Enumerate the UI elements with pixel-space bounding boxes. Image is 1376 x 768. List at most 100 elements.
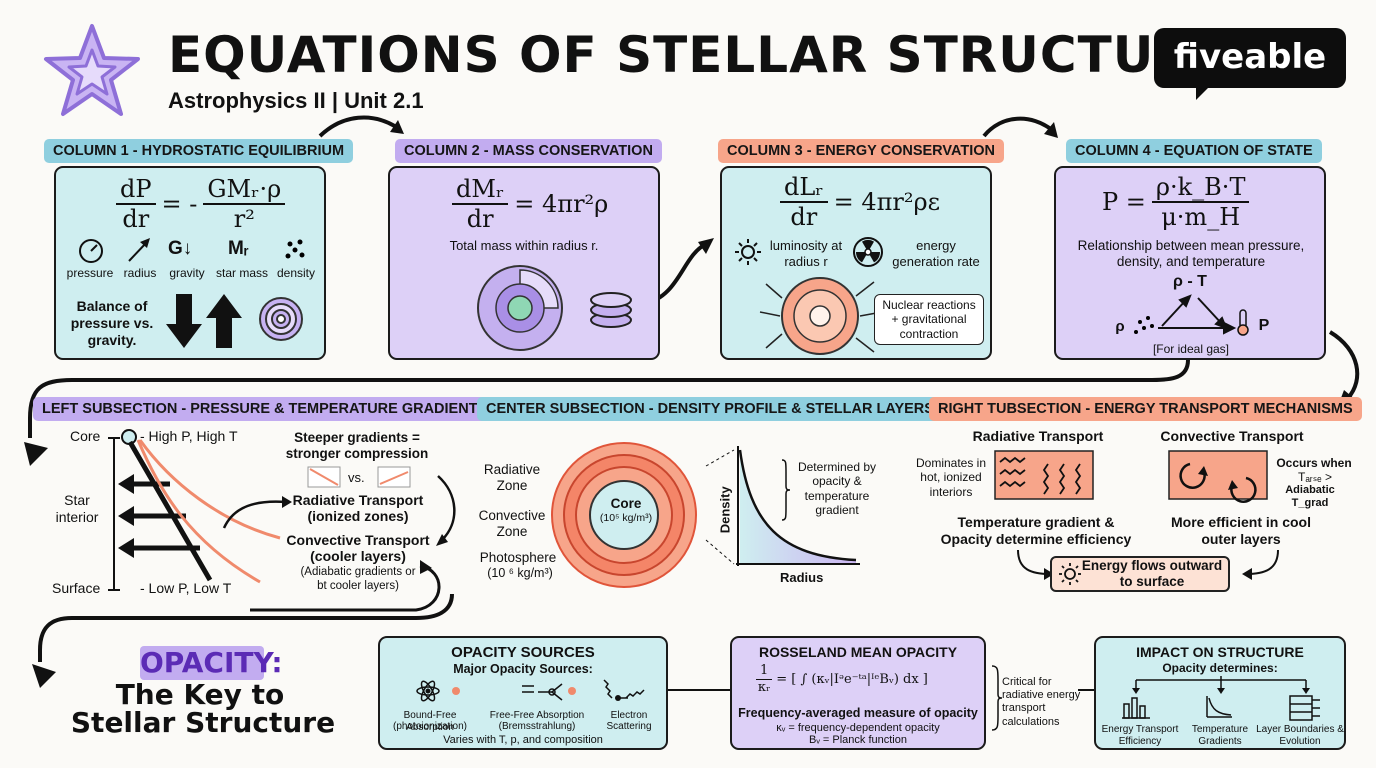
source-1-detail: (photoionization): [393, 721, 467, 732]
up-arrow-icon: [206, 294, 242, 348]
layers-icon: [1289, 695, 1320, 721]
right-tag: RIGHT TUBSECTION - ENERGY TRANSPORT MECH…: [929, 397, 1362, 421]
col3-tag: COLUMN 3 - ENERGY CONSERVATION: [718, 139, 1005, 163]
rosseland-rhs: = [ ∫ (κᵥ|Iᵊe⁻ᵗᵃ|ᴵᵉBᵥ) dx ]: [776, 672, 928, 688]
triangle-right-label: P: [1258, 317, 1270, 334]
eq2-den: dr: [466, 205, 494, 234]
source-3-name: Electron: [610, 710, 648, 721]
col2-caption: Total mass within radius r.: [449, 238, 599, 253]
sources-panel: OPACITY SOURCES Major Opacity Sources: B…: [378, 636, 668, 750]
opacity-title-1: OPACITY:: [140, 646, 283, 679]
icon-label-density: density: [276, 266, 316, 280]
energy-flow-text: Energy flows outward to surface: [1081, 558, 1223, 590]
center-tag: CENTER SUBSECTION - DENSITY PROFILE & ST…: [477, 397, 943, 421]
radiative-title: Radiative Transport: [972, 428, 1104, 444]
logo-tail: [1196, 84, 1212, 100]
flow-arrow-3: [982, 116, 1058, 138]
ionized-label: (ionized zones): [307, 508, 409, 524]
occurs-note: Occurs when: [1276, 456, 1352, 470]
impact-branch-arrows: [1132, 676, 1310, 694]
eq2-rhs: = 4πr²ρ: [514, 190, 609, 219]
eq1-rnum: GMᵣ·ρ: [203, 176, 286, 206]
steeper-text: Steeper gradients = stronger compression: [285, 430, 429, 462]
source-3-detail: Scattering: [606, 721, 652, 732]
radiative-waves-icon: [994, 450, 1094, 500]
sources-subtitle: Major Opacity Sources:: [453, 662, 593, 676]
photosphere-density: (10 ⁶ kg/m³): [487, 566, 553, 580]
core-label: Core: [70, 428, 101, 444]
eq1-num: dP: [116, 176, 156, 206]
eq2-num: dMᵣ: [452, 176, 509, 206]
rosseland-title: ROSSELAND MEAN OPACITY: [758, 644, 958, 660]
source-2-name: Free-Free Absorption: [489, 710, 585, 721]
adiabatic-note: (Adiabatic gradients or bt cooler layers…: [300, 566, 416, 592]
eq4-den: μ·m_H: [1161, 203, 1241, 232]
gradient-curve-icon: [1206, 696, 1232, 718]
radius-arrow-icon: [128, 238, 150, 262]
radiative-zone-label: Radiative Zone: [483, 462, 541, 494]
impact-panel: IMPACT ON STRUCTURE Opacity determines: …: [1094, 636, 1346, 750]
source-1-name: Bound-Free Absorption: [403, 710, 457, 733]
convective-zone-label: Convective Zone: [478, 508, 546, 540]
convection-cycle-icon: [1168, 450, 1268, 503]
col1-tag: COLUMN 1 - HYDROSTATIC EQUILIBRIUM: [44, 139, 354, 163]
triangle-top-label: ρ - T: [1173, 273, 1207, 290]
scattering-icon: [603, 679, 645, 701]
brand-logo: fiveable: [1154, 28, 1346, 88]
down-arrow-icon: [166, 294, 202, 348]
eq1-mid: = -: [161, 190, 198, 219]
gauge-icon: [79, 239, 103, 263]
icon-label-gravity: gravity: [169, 266, 205, 280]
impact-subtitle: Opacity determines:: [1162, 661, 1278, 675]
flow-arrow-1: [318, 115, 404, 138]
source-2-detail: (Bremsstrahlung): [498, 721, 576, 732]
cooler-label: (cooler layers): [310, 548, 406, 564]
left-tag: LEFT SUBSECTION - PRESSURE & TEMPERATURE…: [33, 397, 497, 421]
star-cutaway-icon: [477, 265, 563, 351]
eq4-num: ρ·k_B·T: [1151, 174, 1250, 204]
mass-glyph: Mᵣ: [228, 238, 249, 259]
eq1-rden: r²: [233, 205, 255, 234]
density-profile-chart: [705, 446, 860, 566]
rosseland-desc: Frequency-averaged measure of opacity: [738, 706, 978, 720]
connector-to-opacity: [32, 593, 454, 688]
coin-stack-icon: [590, 292, 632, 328]
page-subtitle: Astrophysics II | Unit 2.1: [168, 88, 424, 113]
gradient-diagram: [108, 437, 281, 591]
rosseland-kappa-def: κᵥ = frequency-dependent opacity: [776, 722, 940, 734]
opacity-title-2: The Key to: [115, 678, 285, 711]
density-axis-label: Density: [717, 486, 733, 534]
sources-title: OPACITY SOURCES: [451, 644, 595, 661]
determined-note: Determined by opacity & temperature grad…: [797, 460, 877, 518]
generation-label: energy generation rate: [892, 238, 980, 269]
dominates-note: Dominates in hot, ionized interiors: [915, 456, 987, 499]
opacity-title-3: Stellar Structure: [70, 706, 336, 739]
ideal-gas-note: [For ideal gas]: [1152, 342, 1230, 356]
high-pt-label: - High P, High T: [140, 428, 238, 444]
gravity-glyph: G↓: [168, 238, 193, 259]
convective-title: Convective Transport: [1160, 428, 1304, 444]
sun-small-icon: [1059, 563, 1081, 585]
temp-gradient-note: Temperature gradient & Opacity determine…: [940, 514, 1132, 547]
opacity-title-highlight: [140, 646, 264, 680]
gradient-comparison-icon: [307, 466, 411, 488]
impact-item-2: Temperature Gradients: [1191, 724, 1249, 747]
determined-brace: [781, 459, 791, 521]
eq3-rhs: = 4πr²ρε: [833, 188, 941, 217]
stellar-layers-diagram: [551, 442, 697, 588]
surface-label: Surface: [52, 580, 101, 596]
atom-icon: [416, 680, 460, 702]
nuclear-callout: Nuclear reactions + gravitational contra…: [874, 294, 984, 346]
page-title: EQUATIONS OF STELLAR STRUCTURE: [168, 26, 1229, 84]
impact-title: IMPACT ON STRUCTURE: [1136, 644, 1304, 660]
density-dots-icon: [285, 239, 305, 259]
col2-tag: COLUMN 2 - MASS CONSERVATION: [395, 139, 662, 163]
icon-label-star-mass: star mass: [215, 266, 268, 280]
rosseland-lhs-num: 1: [756, 663, 773, 681]
